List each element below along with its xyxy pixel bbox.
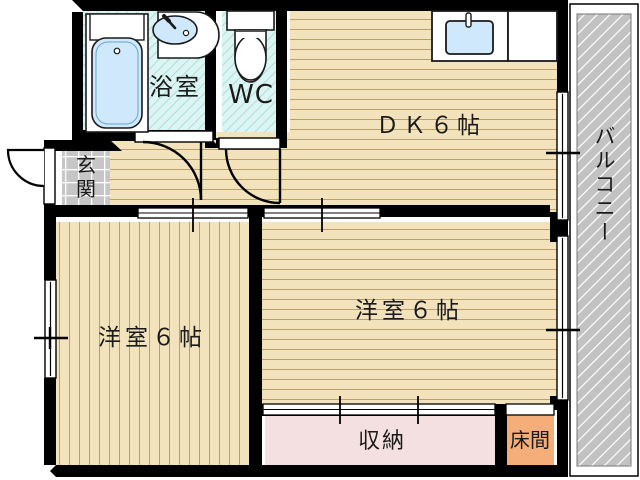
sliding-door-closet[interactable] bbox=[262, 396, 496, 424]
hinged-doors bbox=[6, 130, 282, 205]
tokonoma-opening bbox=[505, 403, 555, 416]
room-label-tokonoma: 床間 bbox=[510, 428, 550, 452]
window-right-bedroom bbox=[546, 235, 580, 401]
sliding-doors bbox=[137, 198, 555, 424]
chamfer-top-left bbox=[72, 0, 84, 12]
bathtub bbox=[85, 13, 149, 133]
window-left-bedroom bbox=[34, 279, 68, 379]
room-right-bedroom-floor bbox=[262, 222, 568, 407]
room-label-balcony: バルコニー bbox=[592, 125, 616, 245]
room-closet-floor bbox=[265, 414, 495, 466]
room-label-bath: 浴室 bbox=[149, 73, 201, 101]
room-label-wc: WC bbox=[228, 80, 274, 110]
sliding-door-dk-left-bedroom[interactable] bbox=[137, 198, 249, 232]
sliding-door-dk-right-bedroom[interactable] bbox=[263, 198, 381, 232]
window-dk-balcony bbox=[546, 91, 580, 221]
wc-swing-door[interactable] bbox=[218, 137, 282, 205]
entrance-swing-door[interactable] bbox=[6, 147, 56, 205]
bathroom-swing-door[interactable] bbox=[134, 130, 214, 201]
room-label-entrance-2: 関 bbox=[76, 177, 96, 201]
balcony: バルコニー bbox=[569, 3, 639, 477]
kitchen-sink bbox=[445, 12, 494, 55]
room-label-right-bedroom: 洋室６帖 bbox=[355, 298, 463, 324]
fixtures bbox=[85, 10, 558, 133]
room-label-dk: ＤＫ６帖 bbox=[376, 113, 484, 139]
room-label-entrance-1: 玄 bbox=[76, 153, 96, 177]
room-left-bedroom-floor bbox=[55, 222, 250, 465]
room-labels: 浴室 WC ＤＫ６帖 玄 関 洋室６帖 洋室６帖 収納 床間 bbox=[76, 73, 550, 454]
cooktop-counter bbox=[510, 13, 555, 59]
chamfer-bottom-left bbox=[44, 465, 56, 477]
room-label-closet: 収納 bbox=[358, 429, 406, 454]
room-label-left-bedroom: 洋室６帖 bbox=[98, 325, 206, 351]
room-entrance-floor bbox=[62, 140, 110, 212]
toilet bbox=[226, 10, 275, 83]
wash-basin bbox=[152, 11, 220, 59]
windows bbox=[34, 91, 580, 401]
room-tokonoma-floor bbox=[506, 414, 554, 466]
kitchen-counter bbox=[431, 10, 558, 62]
